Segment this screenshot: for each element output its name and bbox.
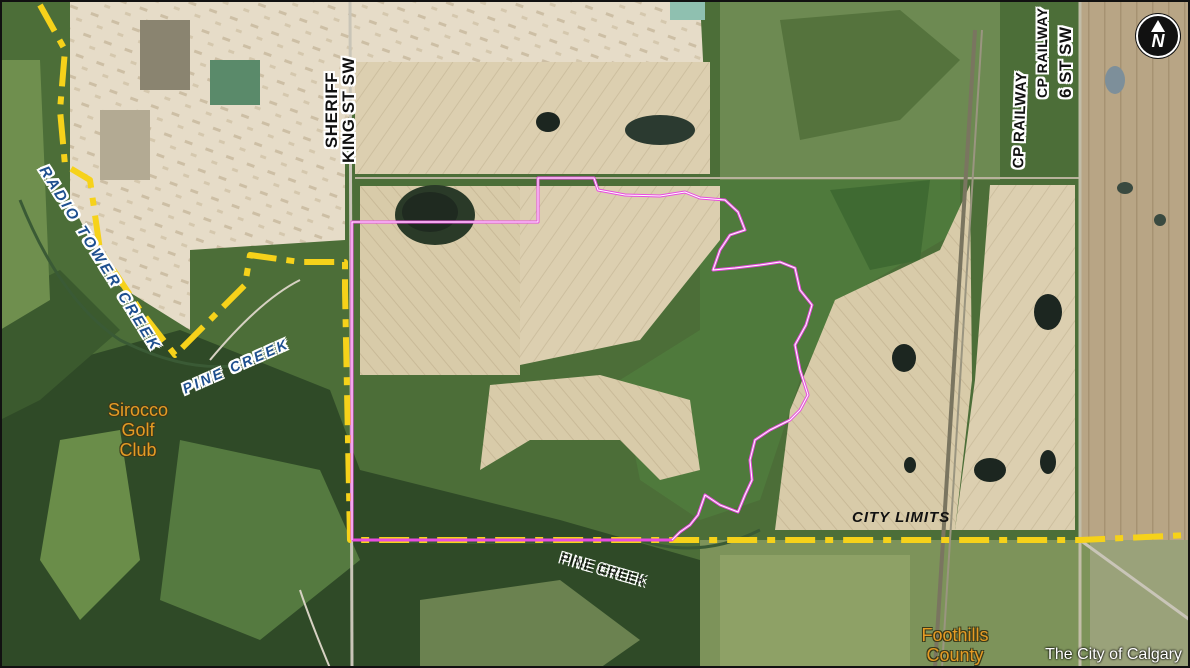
place-label-line: County	[926, 645, 984, 665]
road-label-sheriff-king: SHERIFF KING ST SW	[280, 40, 400, 180]
road-label-line: KING ST SW	[339, 56, 358, 164]
road-label-cp-railway-left: CP RAILWAY	[1010, 71, 1031, 169]
place-label-line: Sirocco	[107, 400, 169, 420]
map-credit: The City of Calgary	[1045, 646, 1182, 663]
city-limits-label: CITY LIMITS	[852, 509, 951, 526]
road-label-6-st-sw: 6 ST SW	[1056, 26, 1075, 98]
place-label-line: Golf	[121, 420, 155, 440]
road-label-line: SHERIFF	[322, 71, 341, 149]
road-label-cp-railway-right: CP RAILWAY	[1034, 7, 1050, 98]
place-label-line: Club	[119, 440, 157, 460]
north-arrow-label: N	[1151, 31, 1165, 51]
place-label-foothills-county: Foothills County	[905, 625, 1005, 665]
place-label-sirocco-golf-club: Sirocco Golf Club	[98, 400, 178, 460]
north-arrow-icon: N	[1136, 14, 1180, 58]
city-limits-boundary	[37, 3, 1190, 543]
place-label-line: Foothills	[921, 625, 989, 645]
